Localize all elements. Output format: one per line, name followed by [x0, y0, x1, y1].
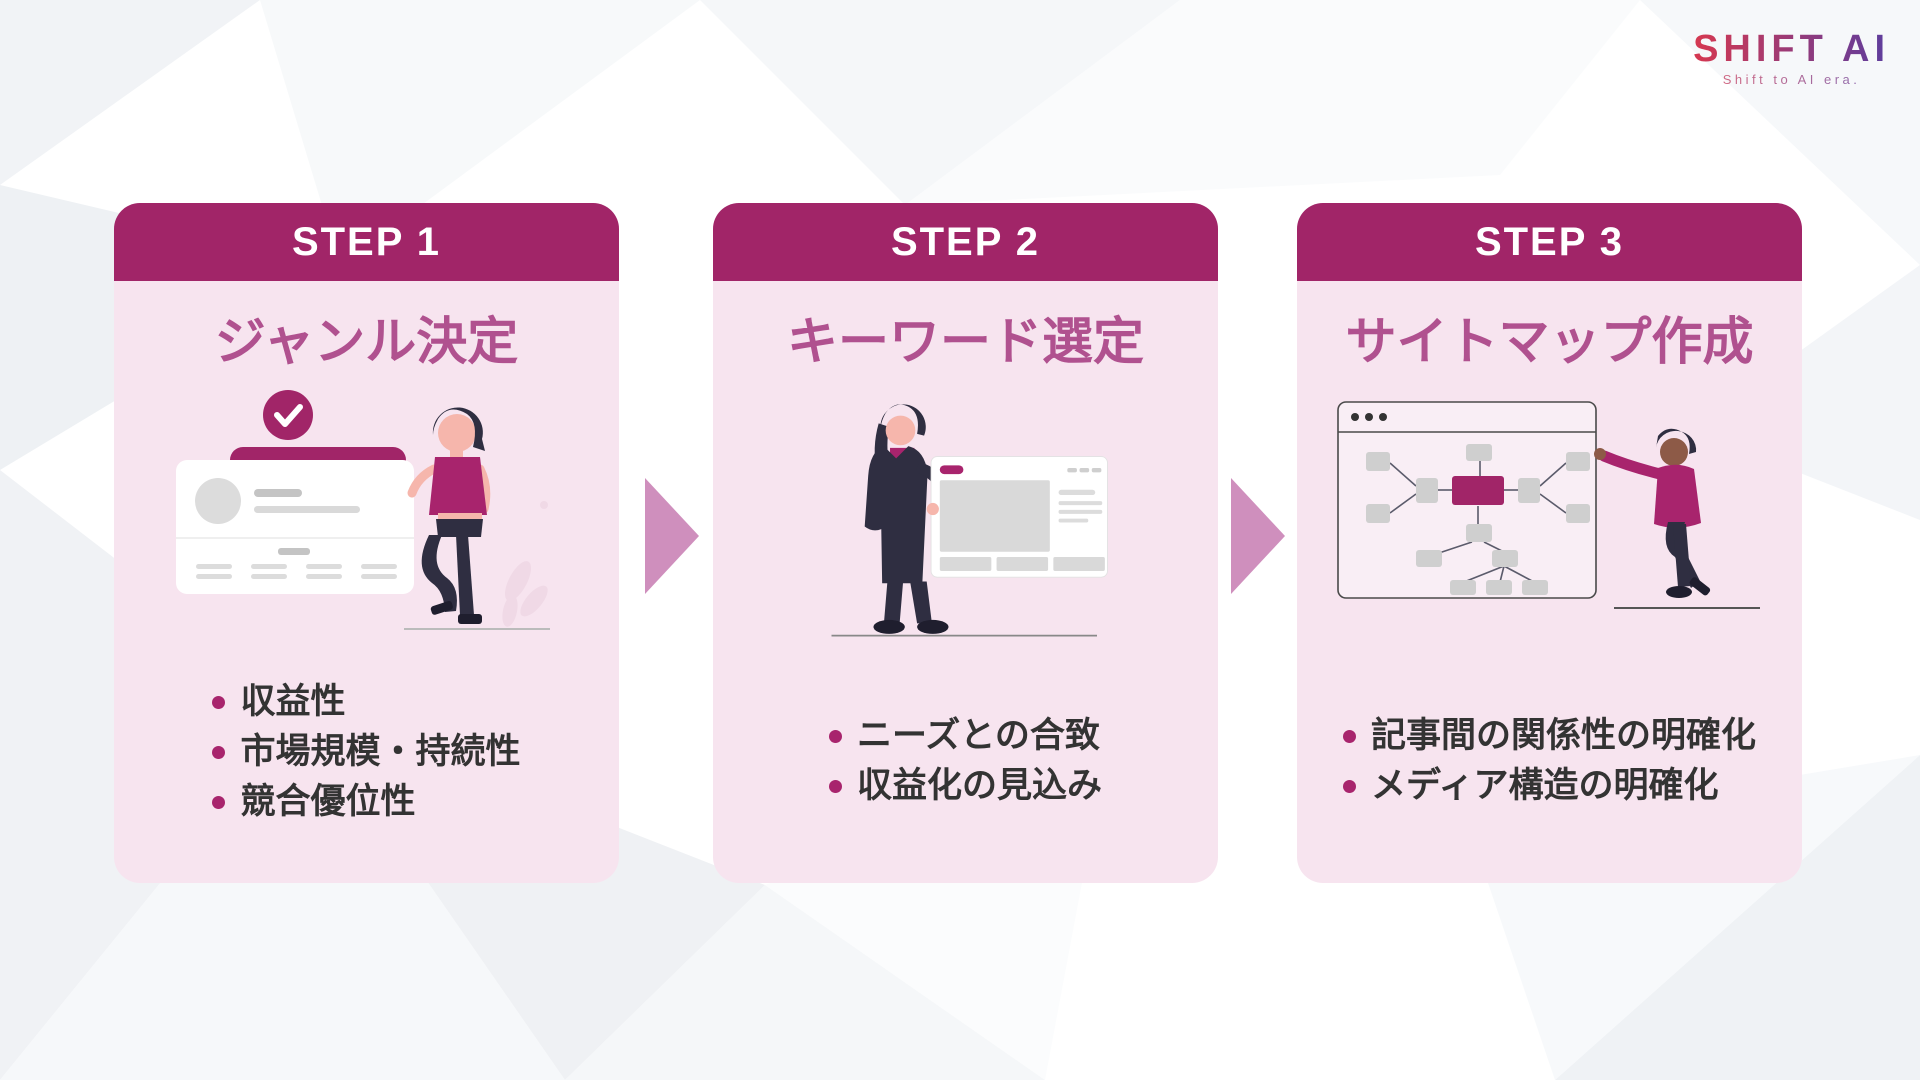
bullet-dot: [1342, 729, 1356, 743]
step-2-title: キーワード選定: [786, 313, 1144, 370]
bullet-dot: [212, 745, 226, 759]
bullet-item: ニーズとの合致: [828, 711, 1102, 761]
bullet-item: 収益性: [212, 677, 520, 727]
logo-tagline: Shift to AI era.: [1693, 72, 1890, 87]
window-dots-icon: [1351, 413, 1387, 421]
check-badge-icon: [262, 390, 313, 440]
bullet-text: ニーズとの合致: [856, 716, 1100, 755]
step-1-bullet-list: 収益性 市場規模・持続性 競合優位性: [212, 677, 521, 827]
man-pointing-at-sitemap-illustration: [1337, 401, 1760, 609]
woman-holding-webpage-illustration: [831, 404, 1108, 637]
window-menu-pill: [939, 465, 963, 475]
thumbnail-placeholders: [939, 557, 1105, 572]
step-1-title: ジャンル決定: [214, 313, 519, 370]
bullet-text: メディア構造の明確化: [1370, 766, 1719, 805]
text-line-placeholders: [1058, 489, 1102, 523]
step-card-3: STEP 3 サイトマップ作成: [1297, 203, 1802, 883]
step-3-header-badge: STEP 3: [1297, 203, 1802, 281]
bullet-dot: [212, 695, 226, 709]
step-card-2: STEP 2 キーワード選定: [713, 203, 1218, 883]
bullet-item: 記事間の関係性の明確化: [1342, 711, 1756, 761]
shift-ai-logo: SHIFT AI Shift to AI era.: [1693, 30, 1890, 87]
woman-figure: [407, 407, 490, 624]
step-3-badge-label: STEP 3: [1474, 219, 1625, 264]
step-1-illustration: [114, 379, 619, 653]
step-card-1: STEP 1 ジャンル決定: [114, 203, 619, 883]
hand: [1594, 448, 1606, 460]
step-3-title: サイトマップ作成: [1345, 313, 1754, 370]
bullet-dot: [212, 795, 226, 809]
flow-arrow-right-icon: [645, 478, 699, 594]
bullet-text: 競合優位性: [240, 782, 416, 821]
step-3-illustration: [1297, 379, 1802, 653]
bullet-dot: [828, 779, 842, 793]
step-2-bullet-list: ニーズとの合致 収益化の見込み: [828, 711, 1102, 811]
woman-figure: [864, 404, 951, 634]
webpage-window: [930, 456, 1108, 578]
bullet-text: 収益性: [240, 682, 346, 721]
step-2-badge-label: STEP 2: [890, 219, 1041, 264]
bullet-dot: [828, 729, 842, 743]
hand: [926, 502, 939, 516]
sitemap-window: [1337, 401, 1597, 599]
step-1-badge-label: STEP 1: [291, 219, 442, 264]
bullet-dot: [1342, 779, 1356, 793]
sitemap-nodes: [1366, 444, 1590, 595]
bullet-text: 収益化の見込み: [856, 766, 1102, 805]
woman-with-approved-card-illustration: [175, 390, 550, 630]
bullet-item: メディア構造の明確化: [1342, 761, 1756, 811]
bullet-item: 市場規模・持続性: [212, 727, 521, 777]
step-3-bullet-list: 記事間の関係性の明確化 メディア構造の明確化: [1342, 711, 1756, 811]
avatar: [194, 478, 241, 524]
step-1-header-badge: STEP 1: [114, 203, 619, 281]
sitemap-root-node: [1452, 476, 1504, 505]
hero-image-placeholder: [939, 480, 1050, 552]
flow-arrow-right-icon: [1231, 478, 1285, 594]
window-dots-icon: [1066, 467, 1101, 473]
step-2-illustration: [713, 379, 1218, 653]
step-2-header-badge: STEP 2: [713, 203, 1218, 281]
logo-wordmark: SHIFT AI: [1693, 28, 1890, 70]
bullet-text: 市場規模・持続性: [240, 732, 521, 771]
bullet-text: 記事間の関係性の明確化: [1370, 716, 1756, 755]
bullet-item: 収益化の見込み: [828, 761, 1102, 811]
bullet-item: 競合優位性: [212, 777, 520, 827]
man-figure: [1594, 428, 1711, 598]
profile-card: [175, 460, 414, 594]
